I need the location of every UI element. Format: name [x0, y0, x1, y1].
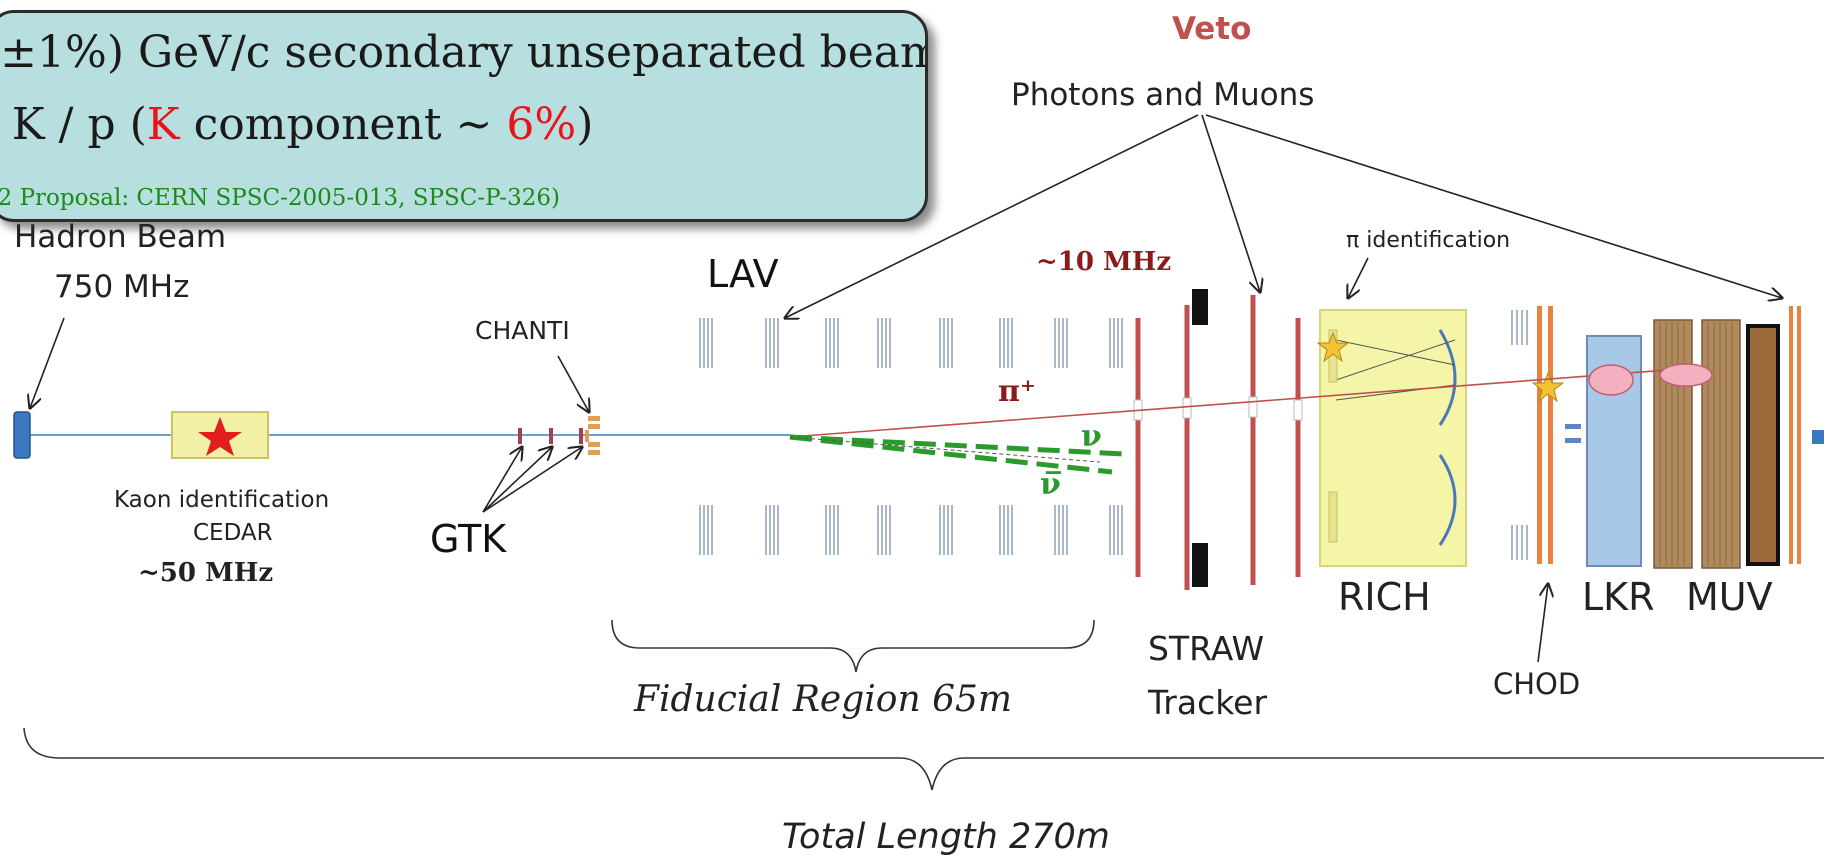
gtk-label: GTK — [430, 517, 507, 561]
nu-label: ν — [1081, 419, 1102, 454]
chanti-arrow — [557, 355, 589, 412]
total-brace — [23, 727, 1824, 791]
rate-50-label: ~50 MHz — [138, 558, 274, 588]
muv-shower — [1659, 363, 1713, 387]
gtk-arrow-1 — [482, 447, 522, 513]
veto-arrow-lav — [785, 114, 1199, 318]
gtk-stations — [518, 428, 583, 444]
pi-plus-label: π⁺ — [998, 374, 1036, 409]
beam-source — [13, 411, 31, 459]
fiducial-brace — [611, 619, 1095, 673]
total-length-label: Total Length 270m — [782, 817, 1110, 857]
muv-label: MUV — [1686, 575, 1773, 619]
chanti-detector — [585, 416, 600, 455]
chod-detector — [1511, 306, 1581, 564]
hadron-beam-arrow — [30, 317, 65, 408]
cedar-label: CEDAR — [193, 520, 273, 546]
rich-detector — [1316, 309, 1467, 567]
gtk-arrow-3 — [482, 447, 582, 513]
nubar-label: ν̅ — [1040, 467, 1061, 502]
veto-arrow-muv — [1205, 114, 1782, 298]
straw-label: STRAW — [1148, 629, 1265, 668]
proposal-reference: 62 Proposal: CERN SPSC-2005-013, SPSC-P-… — [0, 185, 560, 211]
veto-arrow-straw — [1201, 114, 1260, 292]
veto-label: Veto — [1172, 11, 1252, 47]
beam-composition: / K / p (K component ~ 6%) — [0, 99, 594, 150]
beam-description: (±1%) GeV/c secondary unseparated beam — [0, 27, 928, 78]
pi-identification-label: π identification — [1346, 228, 1511, 253]
lav-stations — [699, 318, 1123, 555]
rich-label: RICH — [1338, 575, 1431, 619]
beam-rate-label: 750 MHz — [54, 269, 190, 305]
straw-tracker — [1133, 289, 1303, 590]
fiducial-region-label: Fiducial Region 65m — [634, 679, 1013, 720]
tracker-label: Tracker — [1148, 683, 1268, 722]
neutrino-tracks — [789, 434, 1126, 475]
photons-muons-label: Photons and Muons — [1011, 77, 1315, 113]
kaon-identification-label: Kaon identification — [114, 487, 330, 513]
chanti-label: CHANTI — [475, 316, 570, 345]
hadron-beam-label: Hadron Beam — [14, 219, 227, 255]
pi-id-arrow — [1348, 257, 1369, 298]
beam-info-box: (±1%) GeV/c secondary unseparated beam /… — [0, 10, 928, 222]
rate-10-label: ~10 MHz — [1036, 247, 1172, 277]
lav-label: LAV — [707, 252, 779, 296]
chod-label: CHOD — [1493, 667, 1581, 701]
pion-track — [789, 369, 1669, 438]
lkr-shower — [1588, 364, 1634, 396]
gtk-arrow-2 — [482, 447, 552, 513]
muv-detector — [1653, 306, 1824, 569]
chod-arrow — [1537, 584, 1548, 663]
cedar-detector — [171, 411, 269, 459]
lkr-label: LKR — [1582, 575, 1655, 619]
